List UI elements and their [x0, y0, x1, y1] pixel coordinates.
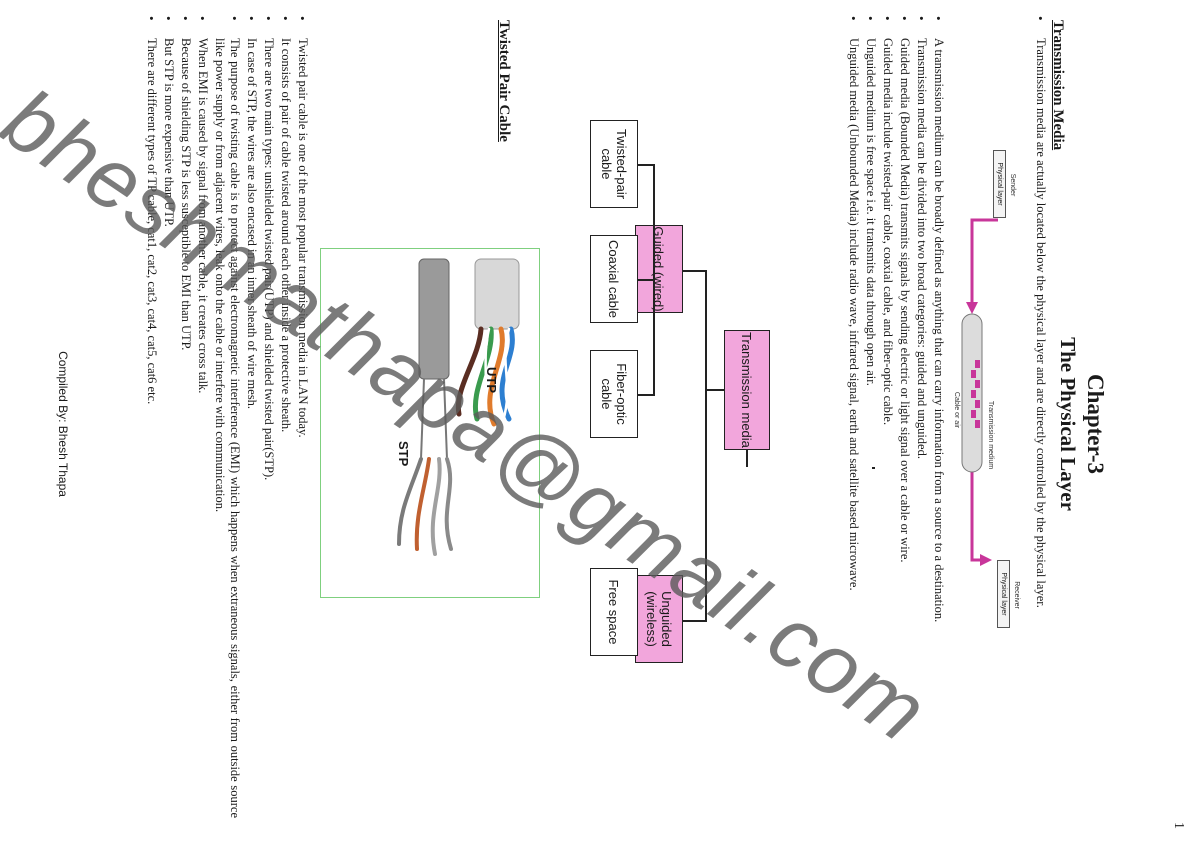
section-heading-twisted-pair: Twisted Pair Cable — [496, 20, 512, 142]
node-guided: Guided (wired) — [635, 225, 683, 313]
node-transmission-media: Transmission media — [724, 330, 770, 450]
stp-label: STP — [396, 441, 411, 467]
twisted-pair-cable-image: UTP STP — [320, 248, 540, 598]
list-item: There are two main types: unshielded twi… — [261, 8, 276, 818]
list-item: The purpose of twisting cable is to prot… — [212, 8, 242, 818]
node-free-space: Free space — [590, 568, 638, 656]
transmission-diagram: Sender Physical layer Transmission mediu… — [950, 150, 1050, 710]
list-item: In case of STP, the wires are also encas… — [244, 8, 259, 818]
list-item: But STP is more expensive than UTP. — [161, 8, 176, 818]
cable-illustration — [397, 258, 520, 556]
node-fiber-optic: Fiber-optic cable — [590, 350, 638, 438]
list-item: There are different types of TP cable, c… — [144, 8, 159, 818]
footer-compiled-by: Compiled By: Bhesh Thapa — [56, 351, 70, 497]
list-item: It consists of pair of cable twisted aro… — [278, 8, 293, 818]
node-coaxial: Coaxial cable — [590, 235, 638, 323]
medium-arrows — [961, 218, 998, 566]
twisted-pair-bullets: Twisted pair cable is one of the most po… — [142, 8, 310, 818]
list-item: Twisted pair cable is one of the most po… — [295, 8, 310, 818]
list-item: When EMI is caused by signal from anothe… — [195, 8, 210, 818]
node-twisted-pair: Twisted-pair cable — [590, 120, 638, 208]
media-tree-diagram: Transmission media Guided (wired) Unguid… — [500, 0, 1200, 848]
node-unguided: Unguided (wireless) — [635, 575, 683, 663]
utp-label: UTP — [484, 367, 499, 393]
list-item: Because of shielding STP is less suscept… — [178, 8, 193, 818]
